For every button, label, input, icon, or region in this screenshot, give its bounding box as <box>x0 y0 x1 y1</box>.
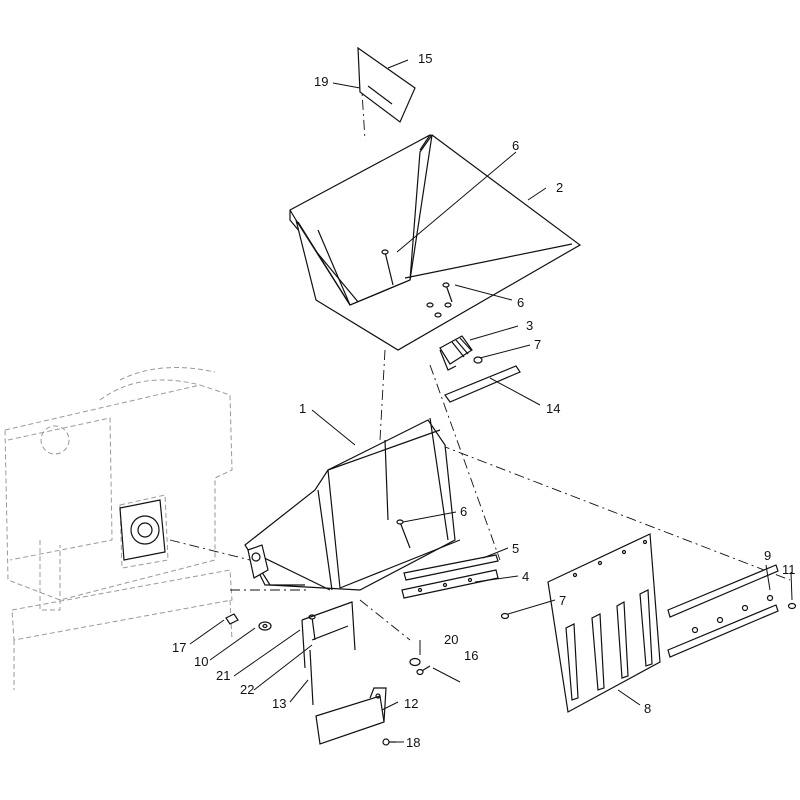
part-1-lower-hopper <box>244 417 461 591</box>
part-4-bar <box>401 569 499 599</box>
callout-8: 8 <box>644 701 651 716</box>
part-17-nut <box>225 613 239 625</box>
machine-housing-outline <box>4 367 233 690</box>
part-16-bolt <box>416 665 431 676</box>
callout-6-upper-a: 6 <box>512 138 519 153</box>
part-6-bolt-upper-b <box>442 282 453 303</box>
callout-22: 22 <box>240 682 254 697</box>
callout-6-upper-b: 6 <box>517 295 524 310</box>
part-9-clamp-bar <box>667 564 779 658</box>
part-22-u-bolt <box>301 601 356 669</box>
callout-12: 12 <box>404 696 418 711</box>
callout-4: 4 <box>522 569 529 584</box>
callout-6-lower: 6 <box>460 504 467 519</box>
part-11-nut <box>787 602 797 610</box>
leader-lines <box>189 59 793 743</box>
part-6-bolt-upper-a <box>381 249 394 286</box>
part-10-washer <box>258 621 272 631</box>
callout-labels: 15 19 6 2 6 3 7 14 1 6 5 4 7 9 11 8 17 1… <box>172 51 796 750</box>
callout-21: 21 <box>216 668 230 683</box>
callout-9: 9 <box>764 548 771 563</box>
callout-15: 15 <box>418 51 432 66</box>
part-3-latch <box>439 335 473 371</box>
callout-20: 20 <box>444 632 458 647</box>
part-6-bolt-lower <box>396 519 411 549</box>
part-2-upper-hopper <box>289 134 582 351</box>
callout-7-lower: 7 <box>559 593 566 608</box>
callout-18: 18 <box>406 735 420 750</box>
part-5-strip <box>403 554 499 581</box>
part-7-nut-lower <box>500 612 510 620</box>
callout-14: 14 <box>546 401 560 416</box>
callout-1: 1 <box>299 401 306 416</box>
callout-7-upper: 7 <box>534 337 541 352</box>
callout-17: 17 <box>172 640 186 655</box>
callout-10: 10 <box>194 654 208 669</box>
callout-2: 2 <box>556 180 563 195</box>
part-8-rubber-flap <box>547 533 661 713</box>
part-12-guard-bracket <box>315 687 387 745</box>
callout-5: 5 <box>512 541 519 556</box>
callout-11: 11 <box>782 562 796 577</box>
bearing-flange <box>119 499 166 561</box>
part-7-nut-upper <box>473 356 483 364</box>
part-20-washer <box>409 657 421 667</box>
part-15-deflector-plate <box>357 46 416 123</box>
callout-13: 13 <box>272 696 286 711</box>
part-13-rod <box>309 649 314 706</box>
callout-19: 19 <box>314 74 328 89</box>
part-14-chute-plate <box>444 365 521 403</box>
part-21-bolt <box>308 614 316 641</box>
callout-16: 16 <box>464 648 478 663</box>
callout-3: 3 <box>526 318 533 333</box>
part-18-bolt <box>382 738 396 746</box>
